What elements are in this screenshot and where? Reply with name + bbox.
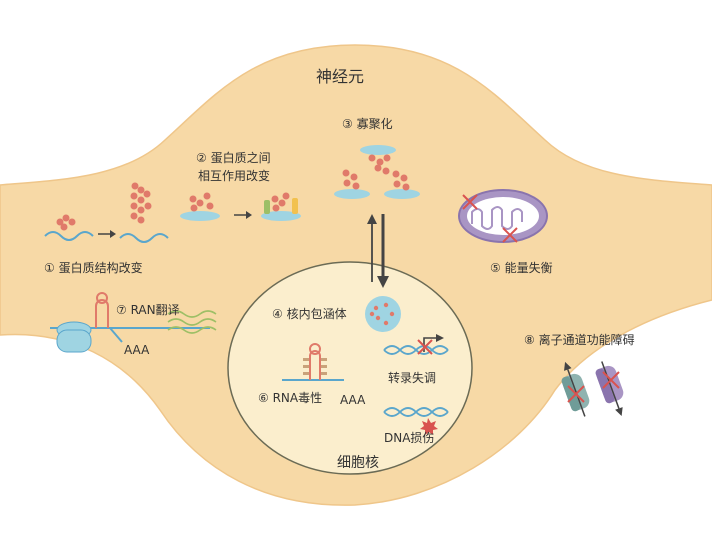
transcription-dysregulation-figure: [383, 334, 449, 355]
protein-structure-change-figure: [44, 182, 169, 243]
step2-label-line1: ② 蛋白质之间: [196, 150, 271, 165]
step5-label: ⑤ 能量失衡: [490, 260, 553, 275]
protein-interaction-figure: [180, 192, 301, 221]
ran-translation-figure: [50, 292, 217, 353]
step6-label: ⑥ RNA毒性: [258, 391, 322, 405]
nucleus: [227, 261, 473, 475]
dna-damage-figure: [383, 407, 449, 435]
mitochondrion-figure: [458, 189, 548, 243]
ion-channel-figure: [561, 361, 624, 417]
step2-label-line2: 相互作用改变: [198, 168, 270, 183]
transcription-dysregulation-label: 转录失调: [388, 370, 436, 385]
nucleus-label: 细胞核: [337, 455, 379, 471]
cytoplasm-polyA-tail: AAA: [124, 343, 150, 357]
step7-label: ⑦ RAN翻译: [116, 303, 180, 317]
dna-damage-label: DNA损伤: [384, 431, 434, 445]
nuclear-transport-arrows: [367, 214, 389, 288]
step3-label: ③ 寡聚化: [342, 116, 393, 131]
oligomer-cluster-figure: [334, 145, 420, 199]
step4-label: ④ 核内包涵体: [272, 307, 347, 321]
neuron-label: 神经元: [316, 67, 364, 86]
step1-label: ① 蛋白质结构改变: [44, 260, 143, 275]
nucleus-polyA-tail: AAA: [340, 393, 366, 407]
nuclear-inclusion-figure: [365, 296, 401, 332]
rna-toxicity-figure: [282, 343, 344, 381]
step8-label: ⑧ 离子通道功能障碍: [524, 332, 635, 347]
